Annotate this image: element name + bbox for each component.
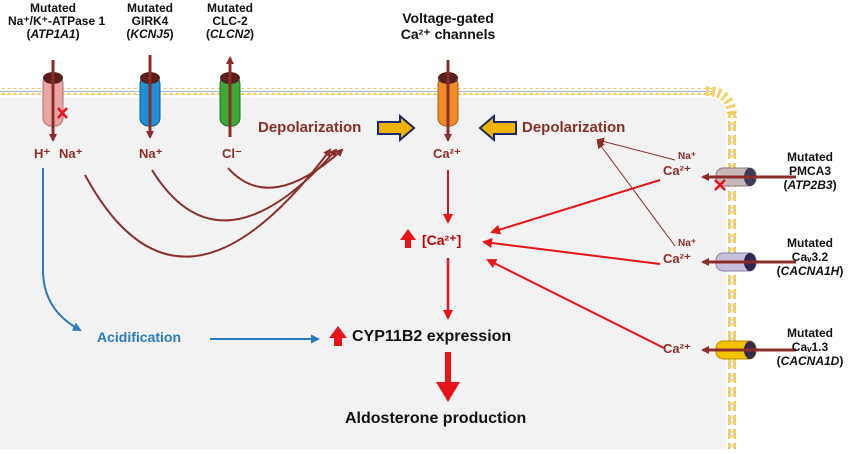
na-to-depol-curve-2 — [151, 148, 338, 222]
cell-interior — [0, 98, 726, 449]
ca-increase-up-icon — [400, 229, 416, 248]
kcnj5-label-line2: GIRK4 — [131, 14, 169, 28]
atp1a1-label: Mutated Na⁺/K⁺-ATPase 1 (ATP1A1) — [8, 1, 106, 41]
clcn2-gene: (CLCN2) — [205, 27, 254, 41]
atp2b3-label-line2: PMCA3 — [788, 164, 831, 178]
clcn2-label: Mutated CLC-2 (CLCN2) — [192, 2, 268, 41]
clcn2-gene-text: CLCN2 — [209, 27, 250, 41]
kcnj5-gene-text: KCNJ5 — [130, 27, 170, 41]
depolarization-left: Depolarization — [258, 119, 362, 136]
ion-na-2: Na⁺ — [139, 146, 163, 161]
cacna1h-gene-text: CACNA1H — [780, 264, 840, 278]
vgcc-label: Voltage-gated Ca²⁺ channels — [388, 10, 508, 42]
kcnj5-gene: (KCNJ5) — [126, 27, 174, 41]
ion-na-r1: Na⁺ — [678, 151, 697, 162]
block-x-icon-pmca3 — [714, 179, 726, 191]
cacna1h-label-line2: Caᵥ3.2 — [791, 250, 829, 264]
h-to-acidification-arrow — [42, 168, 82, 331]
depol-arrow-left — [478, 113, 517, 143]
ion-na-r2: Na⁺ — [678, 238, 697, 249]
vgcc-label-line1: Voltage-gated — [402, 10, 494, 26]
cacna1d-label: Mutated Caᵥ1.3 (CACNA1D) — [770, 326, 850, 368]
na-r2-to-depol-line — [596, 140, 676, 247]
ion-na-1: Na⁺ — [59, 146, 83, 161]
na-to-depol-curve-1 — [84, 148, 332, 258]
kcnj5-label: Mutated GIRK4 (KCNJ5) — [112, 2, 188, 41]
ion-cl: Cl⁻ — [222, 146, 242, 161]
ion-ca-r2: Ca²⁺ — [663, 251, 691, 266]
atp1a1-label-line1: Mutated — [30, 1, 76, 15]
block-x-icon — [57, 107, 68, 119]
atp1a1-gene-text: ATP1A1 — [30, 27, 76, 41]
clcn2-label-line1: Mutated — [207, 1, 253, 15]
cyp-increase-up-icon — [329, 326, 347, 346]
vgcc-label-line2: Ca²⁺ channels — [400, 26, 496, 42]
atp1a1-label-line2: Na⁺/K⁺-ATPase 1 — [8, 14, 106, 28]
cacna1d-label-line1: Mutated — [787, 326, 833, 340]
cl-to-depol-curve — [227, 148, 344, 189]
ion-ca-r1: Ca²⁺ — [663, 163, 691, 178]
ion-ca-center: Ca²⁺ — [433, 146, 461, 161]
cell-membrane-top — [0, 88, 712, 95]
acidification-label: Acidification — [97, 329, 182, 345]
cyp-to-aldo-arrow — [436, 352, 460, 402]
cacna1d-gene: (CACNA1D) — [776, 354, 844, 368]
cacna1h-label-line1: Mutated — [787, 236, 833, 250]
ca-r2-to-intracellular-arrow — [482, 238, 661, 265]
clcn2-label-line2: CLC-2 — [212, 14, 248, 28]
cacna1h-gene: (CACNA1H) — [776, 264, 844, 278]
atp2b3-label-line1: Mutated — [787, 150, 833, 164]
cyp11b2-expression: CYP11B2 expression — [352, 328, 512, 345]
aldosterone-production: Aldosterone production — [345, 410, 527, 427]
ca-r3-to-intracellular-arrow — [486, 259, 665, 349]
cacna1h-label: Mutated Caᵥ3.2 (CACNA1H) — [770, 236, 850, 278]
ion-ca-r3: Ca²⁺ — [663, 341, 691, 356]
depolarization-right: Depolarization — [522, 119, 626, 136]
na-r1-to-depol-line — [596, 137, 676, 161]
intracellular-calcium: [Ca²⁺] — [422, 232, 462, 248]
cacna1d-gene-text: CACNA1D — [780, 354, 840, 368]
atp2b3-label: Mutated PMCA3 (ATP2B3) — [770, 150, 850, 192]
atp1a1-gene: (ATP1A1) — [26, 27, 80, 41]
ion-h: H⁺ — [34, 146, 51, 161]
atp2b3-gene: (ATP2B3) — [783, 178, 837, 192]
kcnj5-label-line1: Mutated — [127, 1, 173, 15]
depol-arrow-right — [377, 113, 416, 143]
atp2b3-gene-text: ATP2B3 — [787, 178, 833, 192]
cell-membrane-right — [728, 112, 736, 449]
cacna1d-label-line2: Caᵥ1.3 — [791, 340, 829, 354]
ca-r1-to-intracellular-arrow — [490, 179, 661, 235]
